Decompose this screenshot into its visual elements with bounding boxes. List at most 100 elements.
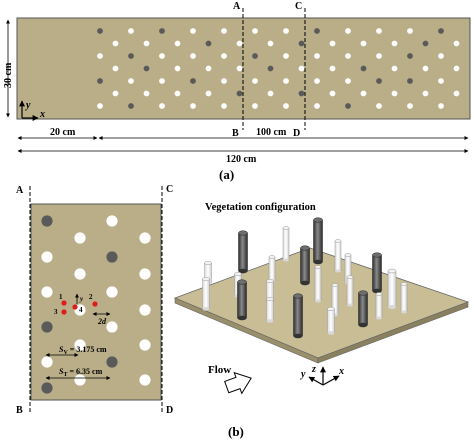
- probe-point-3: [61, 309, 67, 315]
- stem-plan-white: [267, 90, 274, 97]
- stem-plan-dark: [143, 65, 150, 72]
- stem-plan-dark: [407, 53, 413, 59]
- stem-plan-white: [159, 78, 165, 84]
- stem-plan-white: [112, 40, 119, 47]
- inlet-dimension-label: 20 cm: [50, 127, 76, 138]
- stem-detail-white: [139, 232, 151, 244]
- stem-3d-white: [387, 268, 397, 309]
- stem-3d-white: [266, 297, 274, 323]
- axis-y-label: y: [25, 100, 31, 111]
- axis3d-y-label: y: [300, 369, 306, 380]
- stem-plan-white: [314, 103, 320, 109]
- stem-detail-white: [41, 286, 53, 298]
- width-dimension-label: 30 cm: [3, 62, 14, 88]
- stem-plan-dark: [314, 28, 320, 34]
- stem-plan-white: [221, 78, 227, 84]
- stem-3d-dark: [372, 252, 382, 294]
- stem-detail-dark: [106, 251, 118, 263]
- stem-plan-dark: [97, 28, 103, 34]
- stem-plan-white: [376, 103, 382, 109]
- stem-detail-dark: [41, 382, 53, 394]
- stem-plan-white: [453, 40, 460, 47]
- panel-a: A C B D 30 cm y x 20 cm 100 cm 120 cm (a…: [3, 1, 471, 182]
- plate-side-right: [317, 301, 469, 364]
- stem-plan-white: [283, 78, 289, 84]
- flow-arrow-icon: [224, 371, 252, 395]
- flume-stem-array: [97, 28, 460, 109]
- stem-plan-white: [376, 28, 382, 34]
- stem-plan-dark: [360, 65, 367, 72]
- stem-plan-dark: [159, 28, 165, 34]
- stem-plan-white: [329, 40, 336, 47]
- stem-detail-white: [74, 268, 86, 280]
- stem-plan-dark: [97, 78, 103, 84]
- probe-label-2: 2: [89, 293, 93, 301]
- probe-point-2: [92, 301, 98, 307]
- stem-plan-white: [174, 90, 181, 97]
- stem-plan-white: [298, 65, 305, 72]
- stem-plan-white: [391, 40, 398, 47]
- stem-plan-white: [252, 28, 258, 34]
- stem-plan-white: [267, 40, 274, 47]
- stem-3d-white: [334, 239, 342, 273]
- stem-plan-white: [190, 53, 196, 59]
- stem-3d-dark: [238, 230, 248, 274]
- stem-plan-white: [407, 28, 413, 34]
- stem-detail-white: [74, 374, 86, 386]
- test-dimension-label: 100 cm: [256, 127, 287, 138]
- stem-plan-white: [236, 40, 243, 47]
- stem-plan-white: [221, 53, 227, 59]
- stem-plan-white: [283, 103, 289, 109]
- section-label-c: C: [295, 1, 302, 12]
- stem-3d-dark: [358, 290, 368, 328]
- detail-label-b: B: [16, 405, 23, 416]
- stem-plan-white: [422, 65, 429, 72]
- flow-label: Flow: [208, 364, 231, 376]
- spacing-2d-label: 2d: [97, 317, 107, 326]
- stem-detail-white: [41, 251, 53, 263]
- stem-plan-dark: [376, 78, 382, 84]
- stem-plan-white: [345, 28, 351, 34]
- stem-plan-dark: [267, 65, 274, 72]
- probe-label-3: 3: [54, 308, 58, 316]
- probe-point-1: [61, 300, 67, 306]
- stem-3d-white: [327, 307, 335, 335]
- sv-label: SV = 3.175 cm: [59, 345, 107, 356]
- stem-plan-dark: [205, 40, 212, 47]
- axis3d-x-label: x: [338, 366, 344, 377]
- detail-label-a: A: [16, 185, 24, 196]
- total-dimension-label: 120 cm: [226, 154, 257, 165]
- stem-plan-white: [314, 53, 320, 59]
- stem-3d-white: [268, 255, 276, 283]
- stem-plan-white: [205, 90, 212, 97]
- stem-plan-white: [376, 53, 382, 59]
- stem-plan-white: [174, 40, 181, 47]
- probe-label-1: 1: [59, 293, 63, 301]
- stem-plan-white: [159, 53, 165, 59]
- axis3d-y-arrow: [308, 376, 324, 386]
- stem-3d-dark: [300, 245, 310, 286]
- stem-3d-white: [202, 277, 210, 311]
- stem-detail-white: [106, 321, 118, 333]
- stem-3d-dark: [237, 279, 247, 321]
- stem-plan-dark: [298, 40, 305, 47]
- stem-plan-white: [438, 78, 444, 84]
- stem-array-3d: [202, 217, 408, 339]
- stem-3d-dark: [313, 217, 323, 265]
- stem-plan-white: [453, 90, 460, 97]
- axis3d-x-arrow: [322, 375, 340, 386]
- stem-plan-white: [143, 40, 150, 47]
- detail-label-c: C: [166, 184, 173, 195]
- probe-point-4: [72, 304, 78, 310]
- stem-detail-white: [139, 304, 151, 316]
- caption-a: (a): [219, 167, 234, 182]
- stem-detail-white: [74, 232, 86, 244]
- stem-plan-white: [252, 78, 258, 84]
- stem-plan-white: [360, 40, 367, 47]
- stem-plan-white: [407, 103, 413, 109]
- stem-plan-white: [221, 103, 227, 109]
- stem-plan-dark: [345, 103, 351, 109]
- stem-plan-white: [438, 53, 444, 59]
- stem-plan-white: [112, 65, 119, 72]
